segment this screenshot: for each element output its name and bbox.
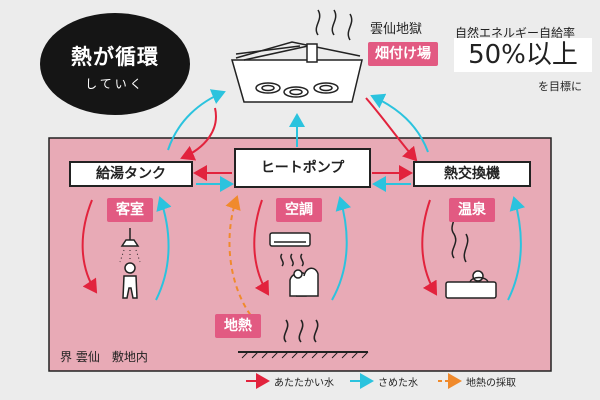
- badge-title: 熱が循環: [71, 45, 159, 69]
- warm-loop-aircon: [253, 199, 270, 296]
- hot-water-tank-box: 給湯タンク: [69, 161, 193, 187]
- cool-arrow-top-left: [167, 89, 226, 151]
- goal-suffix: を目標に: [538, 80, 582, 93]
- cool-arrow-top-right: [370, 93, 429, 153]
- geothermal-steam-icon: [283, 319, 319, 343]
- legend-cool-label: さめた水: [378, 378, 418, 389]
- ground-hatch: [241, 351, 369, 359]
- goal-caption: 自然エネルギー自給率: [455, 26, 576, 40]
- heat-exchanger-box: 熱交換機: [413, 161, 531, 187]
- aircon-tag: 空調: [276, 198, 322, 222]
- cool-loop-aircon: [331, 196, 352, 301]
- hotspring-tag: 温泉: [449, 198, 495, 222]
- badge-subtitle: していく: [85, 77, 145, 91]
- hot-spring-field-icon: [231, 9, 363, 103]
- warm-arrow-top-left: [180, 107, 217, 161]
- cool-loop-hotspring: [507, 196, 526, 301]
- geothermal-tag: 地熱: [215, 314, 261, 338]
- heat-pump-box: ヒートポンプ: [234, 148, 371, 188]
- geo-arrow: [225, 195, 257, 323]
- aircon-icon: [269, 232, 311, 267]
- shower-icon: [119, 228, 141, 299]
- goal-value: 50%以上: [454, 38, 592, 72]
- warm-loop-hotspring: [421, 199, 438, 296]
- legend-geo-label: 地熱の採取: [466, 378, 516, 389]
- site-label: 界 雲仙 敷地内: [60, 350, 148, 364]
- warm-loop-guestroom: [81, 199, 98, 294]
- guestroom-tag: 客室: [107, 198, 153, 222]
- circulation-badge: 熱が循環 していく: [40, 13, 190, 115]
- relaxing-person-icon: [289, 267, 319, 297]
- bathtub-icon: [445, 211, 497, 299]
- source-name: 雲仙地獄: [370, 22, 423, 37]
- legend-warm-label: あたたかい水: [274, 378, 334, 389]
- cool-loop-guestroom: [155, 196, 172, 301]
- source-label: 畑付け場: [368, 42, 438, 66]
